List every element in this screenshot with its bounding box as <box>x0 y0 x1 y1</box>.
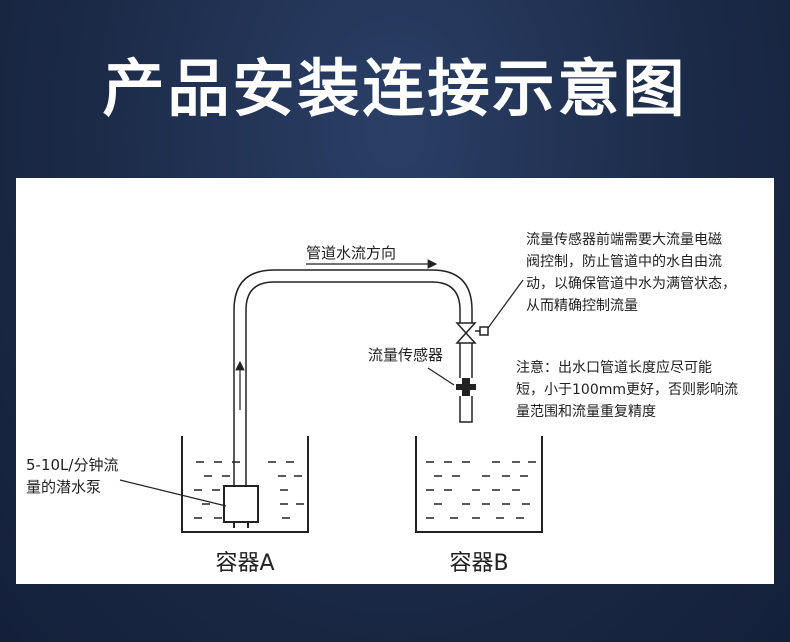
valve-note-line-2: 阀控制，防止管道中的水自由流 <box>526 254 722 270</box>
flow-direction-label: 管道水流方向 <box>306 244 396 262</box>
page-title: 产品安装连接示意图 <box>102 52 688 125</box>
submersible-pump <box>223 485 259 523</box>
valve-note-line-1: 流量传感器前端需要大流量电磁 <box>526 231 722 248</box>
solenoid-valve <box>455 322 489 344</box>
water-b <box>426 461 536 519</box>
outlet-note-line-2: 短，小于100mm更好，否则影响流 <box>516 382 738 398</box>
pump-label: 5-10L/分钟流 量的潜水泵 <box>26 456 118 496</box>
pump-label-line-2: 量的潜水泵 <box>26 478 101 496</box>
pipe <box>233 269 473 486</box>
flow-sensor <box>456 378 476 396</box>
container-b-label: 容器B <box>449 551 508 576</box>
valve-note: 流量传感器前端需要大流量电磁 阀控制，防止管道中的水自由流 动，以确保管道中水为… <box>526 231 736 314</box>
diagram-panel: 管道水流方向 流量传感器 5-10L/分钟流 量的潜水泵 流量传感器前端需要大流… <box>16 178 774 584</box>
outlet-note: 注意：出水口管道长度应尽可能 短，小于100mm更好，否则影响流 量范围和流量重… <box>516 359 738 420</box>
pump-label-line-1: 5-10L/分钟流 <box>26 456 118 474</box>
installation-diagram: 管道水流方向 流量传感器 5-10L/分钟流 量的潜水泵 流量传感器前端需要大流… <box>26 231 738 576</box>
valve-pointer <box>487 279 524 329</box>
sensor-pointer <box>427 367 455 386</box>
valve-note-line-3: 动，以确保管道中水为满管状态， <box>526 276 736 292</box>
container-a-label: 容器A <box>215 551 274 576</box>
pump-pointer <box>119 479 227 507</box>
outlet-note-line-3: 量范围和流量重复精度 <box>516 403 656 420</box>
container-a <box>181 436 309 533</box>
outlet-note-line-1: 注意：出水口管道长度应尽可能 <box>516 359 712 376</box>
water-a <box>194 461 304 519</box>
sensor-label: 流量传感器 <box>368 346 443 364</box>
valve-note-line-4: 从而精确控制流量 <box>526 298 638 314</box>
container-b <box>415 436 543 533</box>
